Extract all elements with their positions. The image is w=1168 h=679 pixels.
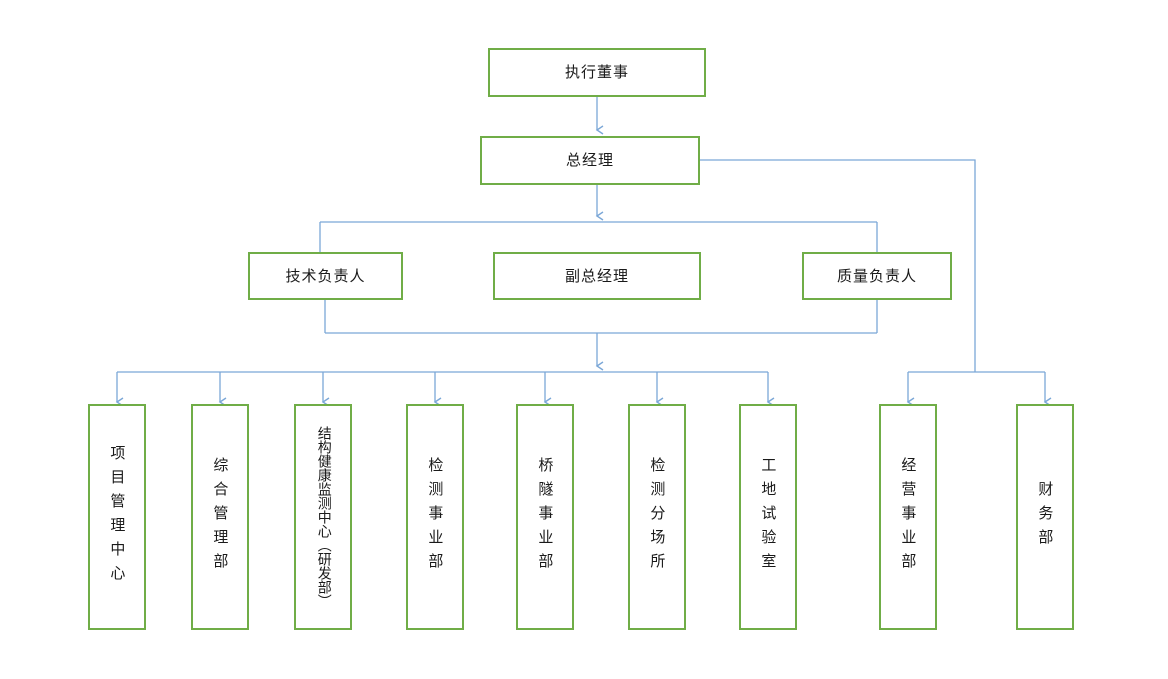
node-label-general-manager: 总经理 bbox=[565, 151, 614, 170]
node-label-inspection-business-dept: 检测事业部 bbox=[426, 457, 445, 577]
node-project-management-center[interactable]: 项目管理中心 bbox=[88, 404, 146, 630]
node-label-quality-director: 质量负责人 bbox=[836, 266, 917, 285]
node-label-executive-director: 执行董事 bbox=[564, 63, 629, 82]
node-business-operations-dept[interactable]: 经营事业部 bbox=[879, 404, 937, 630]
node-bridge-tunnel-business-dept[interactable]: 桥隧事业部 bbox=[516, 404, 574, 630]
node-label-business-operations-dept: 经营事业部 bbox=[899, 457, 918, 577]
node-label-general-management-dept: 综合管理部 bbox=[211, 457, 230, 577]
node-quality-director[interactable]: 质量负责人 bbox=[802, 252, 952, 300]
node-label-deputy-general-manager: 副总经理 bbox=[564, 266, 629, 285]
node-label-site-laboratory: 工地试验室 bbox=[759, 457, 778, 577]
node-finance-dept[interactable]: 财务部 bbox=[1016, 404, 1074, 630]
node-general-management-dept[interactable]: 综合管理部 bbox=[191, 404, 249, 630]
node-inspection-business-dept[interactable]: 检测事业部 bbox=[406, 404, 464, 630]
node-label-structural-health-monitoring-center: 结构健康监测中心（研发部） bbox=[315, 426, 332, 608]
node-label-project-management-center: 项目管理中心 bbox=[108, 445, 127, 589]
node-inspection-branch-site[interactable]: 检测分场所 bbox=[628, 404, 686, 630]
node-label-inspection-branch-site: 检测分场所 bbox=[648, 457, 667, 577]
connector-gm-to-right-branch bbox=[700, 159, 976, 372]
node-technical-director[interactable]: 技术负责人 bbox=[248, 252, 403, 300]
node-label-technical-director: 技术负责人 bbox=[285, 266, 366, 285]
node-executive-director[interactable]: 执行董事 bbox=[488, 48, 706, 97]
node-general-manager[interactable]: 总经理 bbox=[480, 136, 700, 185]
node-structural-health-monitoring-center[interactable]: 结构健康监测中心（研发部） bbox=[294, 404, 352, 630]
node-label-finance-dept: 财务部 bbox=[1036, 481, 1055, 553]
node-site-laboratory[interactable]: 工地试验室 bbox=[739, 404, 797, 630]
node-deputy-general-manager[interactable]: 副总经理 bbox=[493, 252, 701, 300]
node-label-bridge-tunnel-business-dept: 桥隧事业部 bbox=[536, 457, 555, 577]
